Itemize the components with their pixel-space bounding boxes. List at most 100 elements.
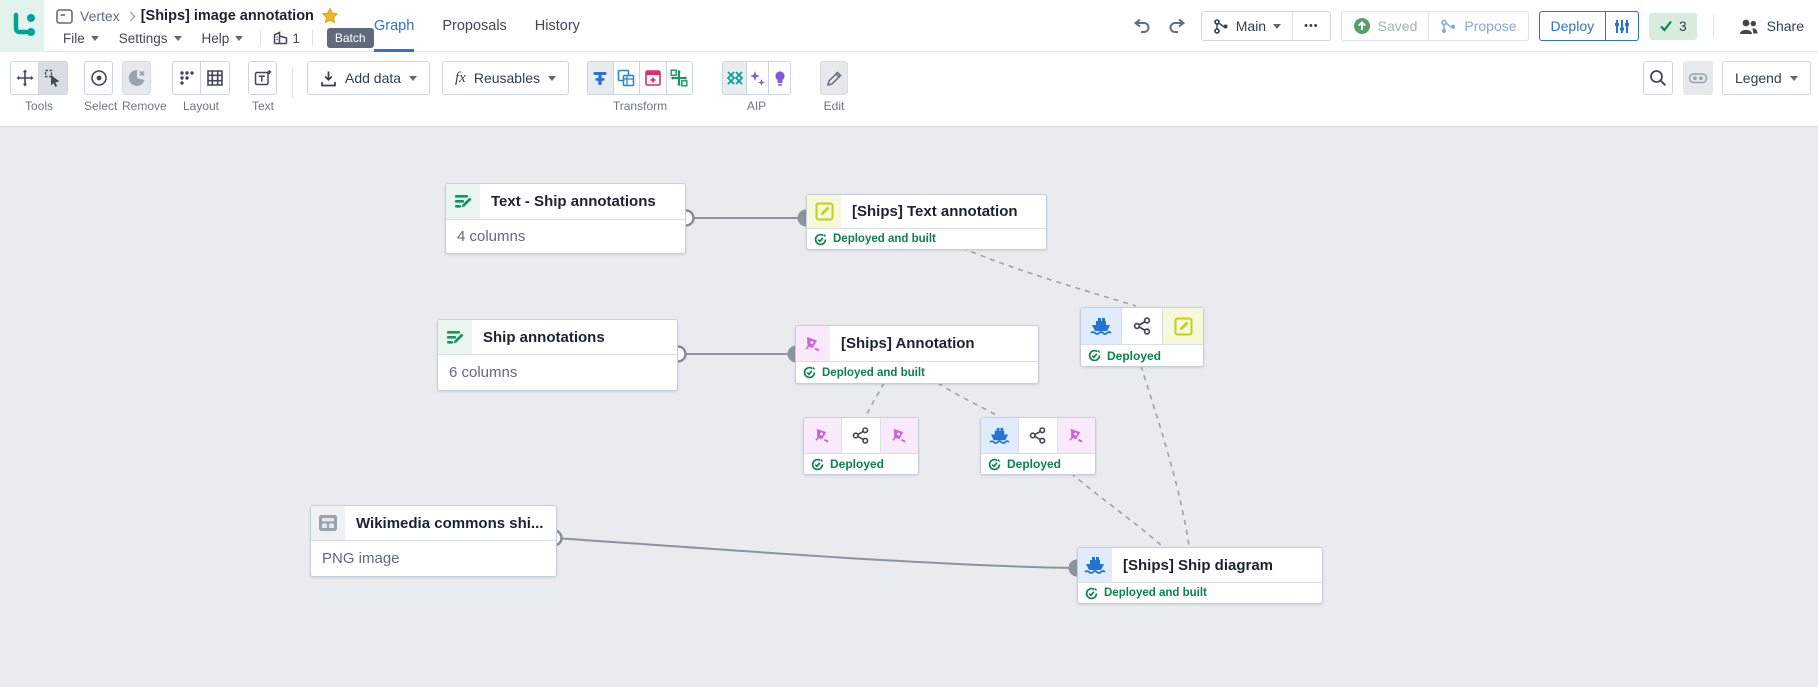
edit-button[interactable]: [820, 61, 848, 95]
move-icon: [16, 69, 33, 87]
saved-button[interactable]: Saved: [1342, 12, 1429, 40]
search-button[interactable]: [1643, 61, 1673, 95]
document-title: [Ships] image annotation: [140, 8, 314, 24]
aip-logo-icon: [726, 71, 743, 85]
ship-icon: [1081, 308, 1121, 344]
grid-layout-button[interactable]: [201, 61, 230, 95]
node-text-ship-annotations[interactable]: Text - Ship annotations 4 columns: [445, 183, 686, 254]
transform-button[interactable]: [587, 61, 614, 95]
circle-dot-icon: [90, 70, 107, 86]
node-ships-annotation[interactable]: [Ships] Annotation Deployed and built: [795, 325, 1039, 384]
chevron-down-icon: [235, 35, 244, 41]
select-tool-button[interactable]: [39, 61, 68, 95]
aip-logic-button[interactable]: [722, 61, 747, 95]
reusables-button[interactable]: fx Reusables: [442, 61, 569, 95]
deployed-icon: [811, 458, 824, 470]
breadcrumb-separator: [125, 11, 136, 22]
layout-dots-icon: [179, 71, 194, 85]
favorite-star-icon[interactable]: [321, 7, 339, 25]
remove-button[interactable]: [122, 61, 151, 95]
minimap-toggle-button[interactable]: [1683, 61, 1713, 95]
node-compact-ship-pen[interactable]: Deployed: [980, 417, 1096, 475]
chevron-down-icon: [1273, 23, 1282, 29]
select-group: Select: [84, 61, 117, 113]
more-options-button[interactable]: •••: [1304, 20, 1319, 32]
remove-pie-icon: [128, 69, 145, 86]
node-status: Deployed: [1081, 344, 1203, 366]
menu-help[interactable]: Help: [193, 29, 253, 48]
deployed-icon: [814, 233, 827, 245]
branch-selector[interactable]: Main: [1202, 12, 1292, 40]
dataset-edit-icon: [438, 320, 472, 354]
transform-funnel-icon: [593, 72, 607, 85]
menu-file[interactable]: File: [54, 29, 108, 48]
header-actions: Main ••• Saved: [1129, 0, 1804, 52]
search-icon: [1650, 70, 1667, 87]
join-tables-button[interactable]: [613, 61, 641, 95]
select-all-button[interactable]: [84, 61, 113, 95]
node-title: Text - Ship annotations: [491, 193, 656, 210]
deploy-button[interactable]: Deploy: [1550, 18, 1595, 34]
app-logo[interactable]: [0, 0, 44, 52]
save-propose-group: Saved Propose: [1340, 11, 1529, 41]
pen-nib-icon: [796, 326, 830, 361]
tab-history[interactable]: History: [534, 17, 580, 34]
breadcrumb: Vertex [Ships] image annotation: [56, 5, 339, 27]
pan-tool-button[interactable]: [10, 61, 39, 95]
deploy-settings-button[interactable]: [1606, 12, 1638, 40]
node-wikimedia-commons[interactable]: Wikimedia commons shi... PNG image: [310, 505, 557, 577]
fx-icon: fx: [455, 69, 466, 86]
node-subtitle: 4 columns: [446, 219, 685, 253]
pencil-icon: [826, 70, 842, 86]
node-status: Deployed and built: [807, 228, 1046, 249]
annotation-square-icon: [807, 195, 841, 228]
divider: [292, 68, 293, 98]
node-ships-text-annotation[interactable]: [Ships] Text annotation Deployed and bui…: [806, 194, 1047, 250]
breadcrumb-app[interactable]: Vertex: [80, 8, 120, 24]
remove-group: Remove: [122, 61, 167, 113]
tab-graph[interactable]: Graph: [374, 0, 415, 52]
chevron-down-icon: [409, 75, 418, 81]
layout-label: Layout: [182, 99, 220, 113]
deployed-icon: [803, 366, 816, 379]
resource-count-button[interactable]: 1: [269, 31, 304, 46]
text-group: Text: [248, 61, 278, 113]
share-button[interactable]: Share: [1738, 18, 1804, 35]
check-icon: [1660, 20, 1672, 32]
menu-settings[interactable]: Settings: [110, 29, 191, 48]
expand-table-button[interactable]: [666, 61, 694, 95]
propose-button[interactable]: Propose: [1429, 12, 1527, 40]
table-plus-icon: [644, 70, 661, 86]
pen-nib-icon: [1056, 418, 1095, 453]
toggle-pill-icon: [1688, 73, 1708, 84]
undo-button[interactable]: [1129, 13, 1155, 39]
cursor-select-icon: [44, 69, 60, 87]
auto-layout-button[interactable]: [172, 61, 201, 95]
sparkles-icon: [750, 70, 765, 86]
add-text-button[interactable]: [248, 61, 277, 95]
node-compact-ship-annotation[interactable]: Deployed: [1080, 307, 1204, 367]
pivot-table-button[interactable]: [640, 61, 667, 95]
compass-doc-icon: [56, 8, 73, 24]
pen-nib-icon: [804, 418, 842, 453]
node-ships-ship-diagram[interactable]: [Ships] Ship diagram Deployed and built: [1077, 547, 1323, 604]
download-tray-icon: [321, 71, 336, 86]
people-icon: [1739, 19, 1758, 34]
legend-button[interactable]: Legend: [1722, 61, 1811, 95]
divider: [311, 30, 313, 46]
checks-badge[interactable]: 3: [1649, 12, 1697, 40]
add-data-button[interactable]: Add data: [307, 61, 431, 95]
text-box-icon: [254, 70, 271, 86]
legend-group: Legend: [1722, 61, 1811, 95]
node-compact-annotation-pair[interactable]: Deployed: [803, 417, 919, 475]
tab-proposals[interactable]: Proposals: [442, 17, 507, 34]
redo-button[interactable]: [1165, 13, 1191, 39]
stacked-tables-icon: [617, 69, 635, 87]
aip-suggest-button[interactable]: [769, 61, 791, 95]
redo-icon: [1169, 18, 1186, 33]
text-label: Text: [251, 99, 274, 113]
aip-group: AIP: [722, 61, 791, 113]
header-tabs: Graph Proposals History: [374, 0, 580, 52]
node-ship-annotations[interactable]: Ship annotations 6 columns: [437, 319, 678, 391]
aip-generate-button[interactable]: [747, 61, 769, 95]
